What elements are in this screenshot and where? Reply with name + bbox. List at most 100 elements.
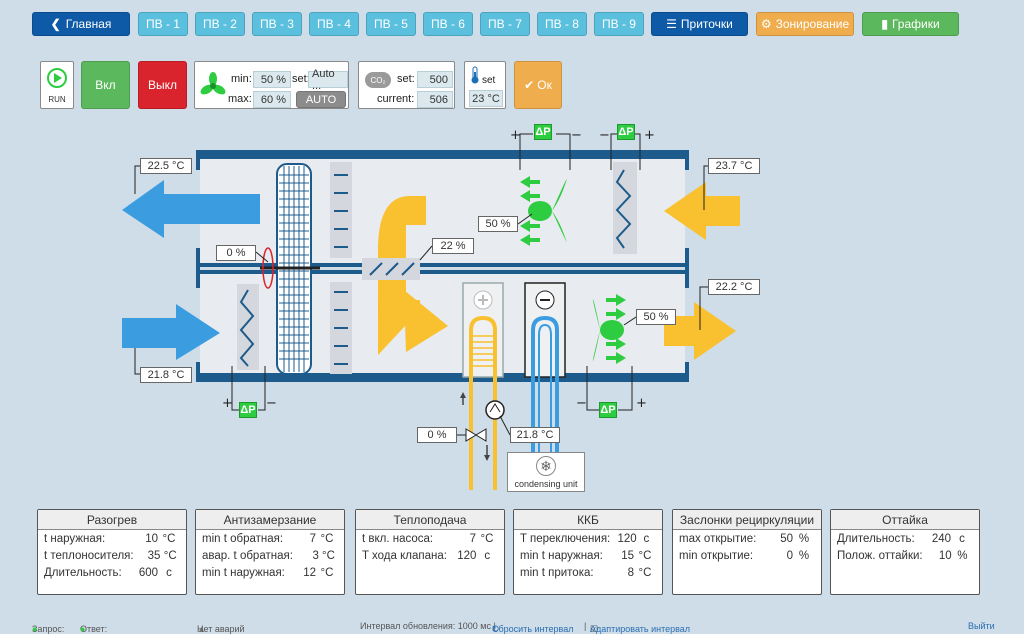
gear-icon: ⚙ xyxy=(760,17,772,31)
tab-pv-7[interactable]: ПВ - 7 xyxy=(480,12,530,36)
temperature-setpoint: set 23 °C xyxy=(464,61,506,109)
status-bar: Запрос: ● Ответ: ● ▲ Нет аварий Интервал… xyxy=(32,621,995,634)
silencer-top xyxy=(330,162,352,258)
checkbox-icon: ☑ xyxy=(590,624,599,634)
panel-row: авар. t обратная:3°C xyxy=(202,550,335,562)
outdoor-air-arrow xyxy=(122,304,220,360)
exhaust-air-arrow xyxy=(122,180,260,238)
return-temp-readout: 23.7 °C xyxy=(708,158,760,174)
heater-coil xyxy=(462,282,504,490)
tab-pv-3[interactable]: ПВ - 3 xyxy=(252,12,302,36)
valve-readout: 0 % xyxy=(417,427,457,443)
auto-button[interactable]: AUTO xyxy=(296,91,346,108)
tab-pv-5[interactable]: ПВ - 5 xyxy=(366,12,416,36)
panel-title: Антизамерзание xyxy=(196,510,344,530)
supply-temp-readout: 22.2 °C xyxy=(708,279,760,295)
status-dot-icon: ● xyxy=(32,624,38,634)
zoning-button[interactable]: ⚙ Зонирование xyxy=(756,12,854,36)
co2-cloud-icon: CO₂ xyxy=(365,72,391,88)
charts-button[interactable]: ▮ Графики xyxy=(862,12,959,36)
tab-pv-8[interactable]: ПВ - 8 xyxy=(537,12,587,36)
chevron-left-icon: ❮ xyxy=(50,17,61,31)
exhaust-fan-readout: 50 % xyxy=(478,216,518,232)
panel-row: t наружная:10°C xyxy=(44,533,176,545)
co2-set-value[interactable]: 500 xyxy=(417,71,453,88)
on-button[interactable]: Вкл xyxy=(81,61,130,109)
panel-row: min t наружная:15°C xyxy=(520,550,652,562)
panel-antifreeze[interactable]: Антизамерзание min t обратная:7°C авар. … xyxy=(195,509,345,595)
panel-row: min t притока:8°C xyxy=(520,567,652,579)
refresh-icon: ↻ xyxy=(492,624,500,634)
panel-row: min t наружная:12°C xyxy=(202,567,334,579)
play-icon xyxy=(47,68,67,88)
panel-title: Теплоподача xyxy=(356,510,504,530)
panel-row: Полож. оттайки:10% xyxy=(837,550,968,562)
top-nav: ❮ Главная ПВ - 1 ПВ - 2 ПВ - 3 ПВ - 4 ПВ… xyxy=(32,12,964,36)
panel-recirc-dampers[interactable]: Заслонки рециркуляции max открытие:50% m… xyxy=(672,509,822,595)
tab-pv-2[interactable]: ПВ - 2 xyxy=(195,12,245,36)
recirculation-damper xyxy=(362,258,420,280)
fan-set-select[interactable]: Auto ... xyxy=(308,68,348,92)
panel-row: t теплоносителя:35°C xyxy=(44,550,177,562)
ok-button[interactable]: ✔ Ок xyxy=(514,61,562,109)
panel-title: Оттайка xyxy=(831,510,979,530)
tab-pv-4[interactable]: ПВ - 4 xyxy=(309,12,359,36)
panel-heat-supply[interactable]: Теплоподача t вкл. насоса:7°C T хода кла… xyxy=(355,509,505,595)
check-icon: ✔ xyxy=(524,78,535,92)
fan-max-value[interactable]: 60 % xyxy=(253,91,291,108)
tab-pv-9[interactable]: ПВ - 9 xyxy=(594,12,644,36)
water-temp-readout: 21.8 °C xyxy=(510,427,560,443)
update-interval: Интервал обновления: 1000 мс | xyxy=(360,621,496,631)
exhaust-temp-readout: 22.5 °C xyxy=(140,158,192,174)
home-button[interactable]: ❮ Главная xyxy=(32,12,130,36)
logout-link[interactable]: Выйти xyxy=(968,621,995,631)
fan-speed-control: min: 50 % set: Auto ... max: 60 % AUTO xyxy=(194,61,349,109)
panel-title: Заслонки рециркуляции xyxy=(673,510,821,530)
footer-separator: | xyxy=(584,621,587,631)
supply-fan-readout: 50 % xyxy=(636,309,676,325)
tab-pv-1[interactable]: ПВ - 1 xyxy=(138,12,188,36)
temperature-set-value[interactable]: 23 °C xyxy=(469,90,503,107)
rotary-heat-exchanger xyxy=(260,163,320,375)
list-icon: ☰ xyxy=(666,17,677,31)
recirculation-arrow xyxy=(378,196,448,355)
panel-preheat[interactable]: Разогрев t наружная:10°C t теплоносителя… xyxy=(37,509,187,595)
filter-outdoor xyxy=(237,284,259,370)
tab-pv-6[interactable]: ПВ - 6 xyxy=(423,12,473,36)
fan-min-value[interactable]: 50 % xyxy=(253,71,291,88)
panel-row: min t обратная:7°C xyxy=(202,533,334,545)
fan-icon xyxy=(200,72,226,95)
exhaust-fan xyxy=(520,176,567,246)
run-indicator[interactable]: RUN xyxy=(40,61,74,109)
outdoor-filter-dp: ΔP xyxy=(239,402,257,418)
co2-control: CO₂ set: 500 current: 506 xyxy=(358,61,455,109)
return-air-arrow xyxy=(664,182,740,240)
pump xyxy=(485,400,505,420)
exhaust-fan-dp: ΔP xyxy=(534,124,552,140)
mixing-valve xyxy=(465,428,487,442)
duct-housing xyxy=(196,150,689,382)
condensing-unit[interactable]: ❄ condensing unit xyxy=(507,452,585,492)
panel-title: ККБ xyxy=(514,510,662,530)
panel-title: Разогрев xyxy=(38,510,186,530)
warning-icon: ▲ xyxy=(197,624,206,634)
snowflake-icon: ❄ xyxy=(536,456,556,476)
status-dot-icon: ● xyxy=(80,624,86,634)
panel-row: max открытие:50% xyxy=(679,533,810,545)
panel-row: t вкл. насоса:7°C xyxy=(362,533,494,545)
recirc-damper-readout: 22 % xyxy=(432,238,474,254)
panel-row: min открытие:0% xyxy=(679,550,810,562)
supply-units-button[interactable]: ☰ Приточки xyxy=(651,12,748,36)
outdoor-temp-readout: 21.8 °C xyxy=(140,367,192,383)
supply-fan xyxy=(592,294,626,364)
return-filter-dp: ΔP xyxy=(617,124,635,140)
rotor-bypass-readout: 0 % xyxy=(216,245,256,261)
co2-current-value: 506 xyxy=(417,91,453,108)
off-button[interactable]: Выкл xyxy=(138,61,187,109)
